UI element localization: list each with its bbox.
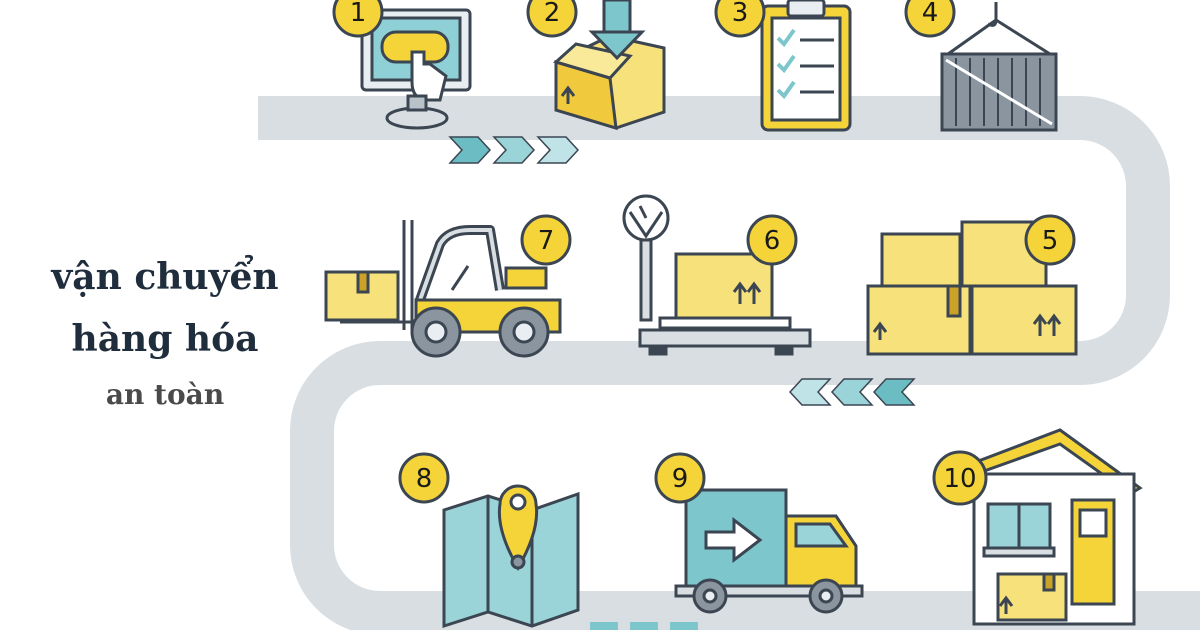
step-badge-10: 10: [932, 450, 988, 506]
svg-text:2: 2: [544, 0, 561, 28]
svg-text:6: 6: [764, 226, 781, 256]
step-badge-5: 5: [1024, 214, 1076, 266]
step-badge-1: 1: [332, 0, 384, 38]
svg-text:9: 9: [672, 464, 689, 494]
forklift-icon: [324, 220, 562, 358]
direction-arrows-left-icon: [788, 378, 916, 406]
svg-text:1: 1: [350, 0, 367, 28]
svg-text:7: 7: [538, 226, 555, 256]
title-line-1: vận chuyển: [51, 256, 279, 298]
road-path: [258, 96, 1200, 630]
step-badge-6: 6: [746, 214, 798, 266]
direction-arrows-bottom-icon: [590, 622, 698, 630]
map-pin-icon: [442, 484, 580, 629]
step-badge-3: 3: [714, 0, 766, 38]
svg-text:4: 4: [922, 0, 939, 28]
svg-text:5: 5: [1042, 226, 1059, 256]
title-line-3: an toàn: [105, 378, 225, 411]
house-delivery-icon: [957, 428, 1143, 626]
step-badge-8: 8: [398, 452, 450, 504]
step-badges: 1 2 3 4 5 6 7 8 9 10: [332, 0, 1076, 506]
step-badge-7: 7: [520, 214, 572, 266]
box-drop-icon: [553, 0, 666, 131]
container-crane-icon: [940, 2, 1058, 132]
checklist-clipboard-icon: [760, 0, 852, 132]
direction-arrows-right-icon: [448, 136, 580, 164]
step-badge-9: 9: [654, 452, 706, 504]
step-badge-2: 2: [526, 0, 578, 38]
computer-order-icon: [360, 8, 472, 130]
weighing-scale-icon: [622, 194, 812, 356]
title-line-2: hàng hóa: [71, 318, 259, 360]
step-badge-4: 4: [904, 0, 956, 38]
delivery-truck-icon: [674, 488, 864, 614]
svg-text:8: 8: [416, 464, 433, 494]
svg-text:3: 3: [732, 0, 749, 28]
svg-text:10: 10: [943, 464, 976, 494]
